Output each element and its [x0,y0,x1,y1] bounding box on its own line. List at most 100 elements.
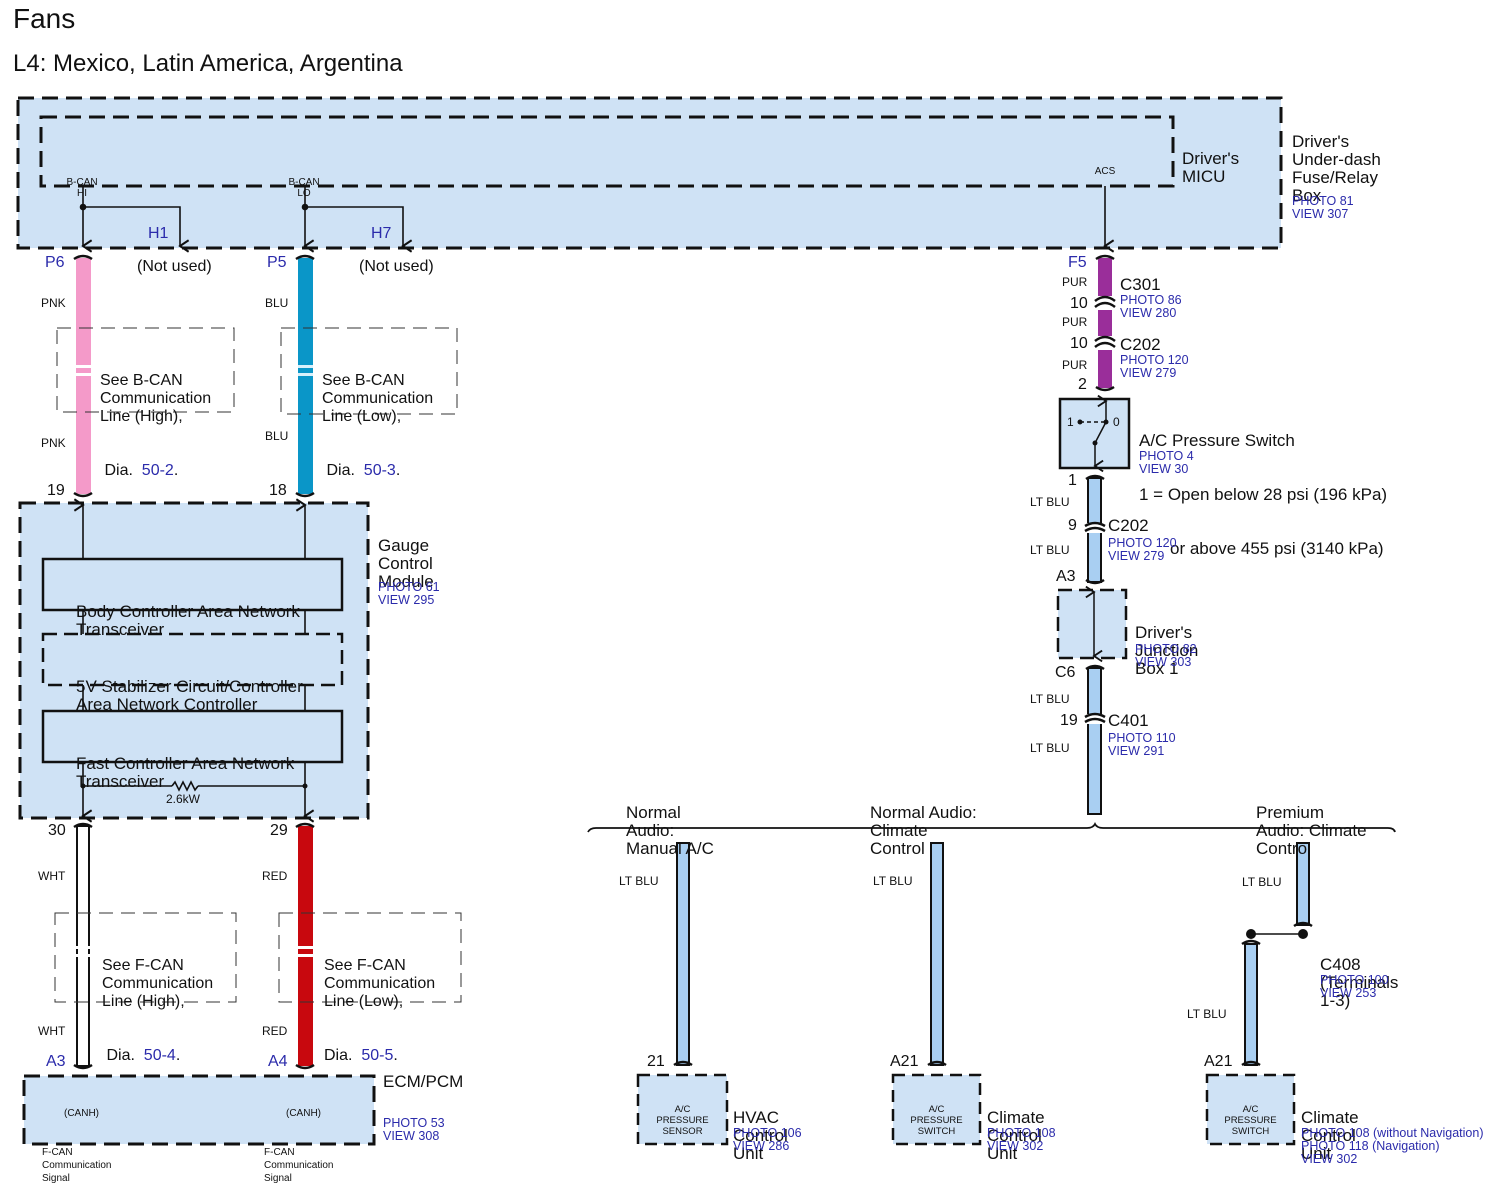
wht-wire [73,822,93,1070]
fuse-relay-box [16,96,1283,250]
red-wire [295,822,315,1070]
gauge-internal-lines [83,505,305,816]
pin-10-c301: 10 [1070,295,1088,312]
pin-29: 29 [270,822,288,839]
pin-30: 30 [48,822,66,839]
pin-h7: H7 [371,225,392,242]
b-can-low-note-box [280,327,458,415]
pin-c6-junction: C6 [1055,664,1076,681]
pur-wire [1094,254,1116,392]
switch-pos-1: 1 [1067,415,1074,429]
wire-color-lt-blu: LT BLU [1030,741,1070,755]
pin-f5: F5 [1068,254,1087,271]
pin-p5: P5 [267,254,287,271]
variant-1-pin: 21 [647,1053,665,1070]
wire-color-pur: PUR [1062,315,1088,329]
connector-c202-lower: C202 [1108,516,1149,535]
climate-premium-refs[interactable]: PHOTO 108 (without Navigation)PHOTO 118 … [1301,1126,1484,1166]
wire-color-red: RED [262,1024,288,1038]
fast-can-transceiver-block [41,709,344,764]
pin-p6: P6 [45,254,65,271]
dia-link-50-2[interactable]: 50-2 [141,462,174,479]
wire-color-blu: BLU [265,429,289,443]
dia-link-50-3[interactable]: 50-3 [363,462,396,479]
ecm-label: ECM/PCM [383,1072,464,1091]
climate-inner-box-normal [891,1073,982,1146]
b-can-lo-branch [301,186,404,246]
wire-color-wht: WHT [38,1024,66,1038]
pin-1-switch-out: 1 [1068,472,1077,489]
wire-color-pnk: PNK [41,296,66,310]
wire-color-lt-blu: LT BLU [1030,495,1070,509]
wire-color-wht: WHT [38,869,66,883]
wire-color-pur: PUR [1062,358,1088,372]
variant-2-pin: A21 [890,1053,919,1070]
variant-2-wire [927,842,947,1067]
connector-c401: C401 [1108,711,1149,730]
stabilizer-can-controller-block [41,632,344,687]
b-can-high-note-box [56,327,235,413]
page-title: Fans [13,3,76,34]
connector-c301: C301 [1120,275,1161,294]
variant-bracket [587,821,1396,833]
dia-link-50-4[interactable]: 50-4 [143,1047,176,1064]
pin-h1: H1 [148,225,169,242]
b-can-hi-branch [79,186,181,246]
wire-color-red: RED [262,869,288,883]
ac-pressure-switch-label: A/C Pressure Switch 1 = Open below 28 ps… [1139,431,1388,558]
h1-status: (Not used) [137,258,212,275]
h7-status: (Not used) [359,258,434,275]
wire-color-lt-blu: LT BLU [1030,543,1070,557]
variant-3-wire-color-lower: LT BLU [1187,1007,1227,1021]
lt-blu-main-wire [1084,474,1106,585]
pin-10-c202: 10 [1070,335,1088,352]
variant-3-wire-color: LT BLU [1242,875,1282,889]
pin-9-c202: 9 [1068,517,1077,534]
wire-color-blu: BLU [265,296,289,310]
switch-symbol [1080,401,1106,466]
pnk-wire [73,254,93,498]
pin-a4-ecm: A4 [268,1053,288,1070]
variant-1-wire-color: LT BLU [619,874,659,888]
dia-link-50-5[interactable]: 50-5 [361,1047,394,1064]
f-can-high-note-box [54,912,237,1003]
junction-box-1 [1056,588,1128,660]
variant-3-pin: A21 [1204,1053,1233,1070]
pin-18: 18 [269,482,287,499]
micu-box [39,115,1175,188]
connector-c202: C202 [1120,335,1161,354]
